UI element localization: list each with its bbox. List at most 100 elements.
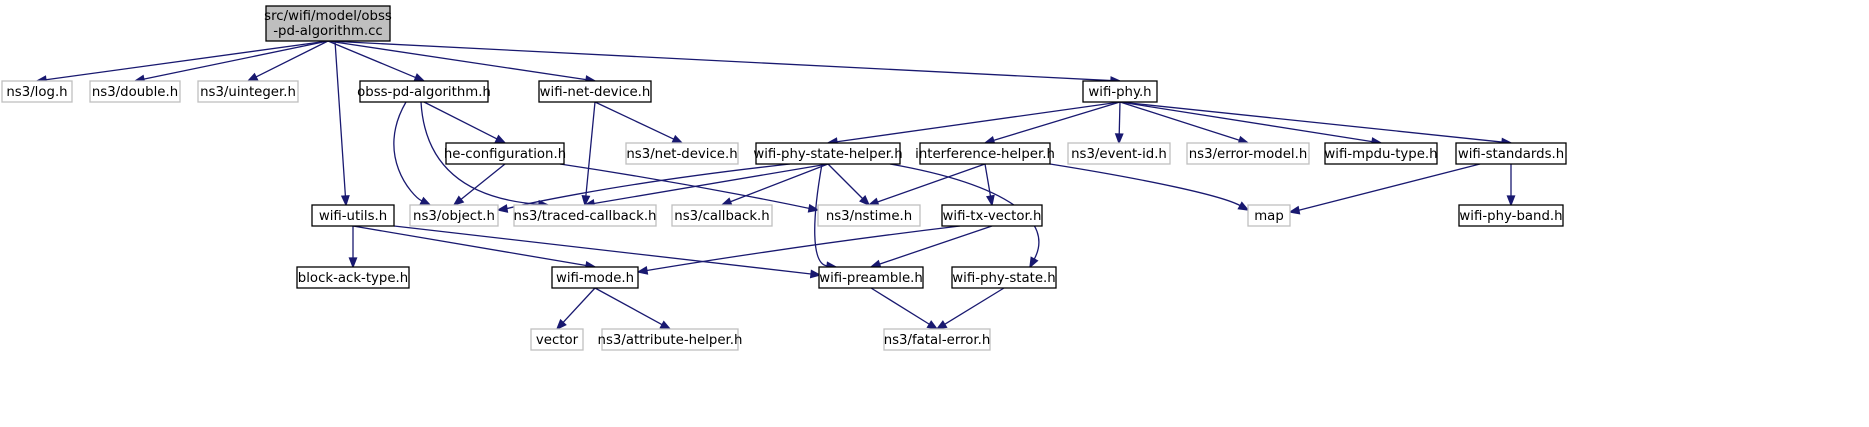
edge-line	[327, 40, 587, 81]
edge-interf-to-nstime	[867, 163, 986, 206]
edge-arrowhead	[636, 266, 649, 275]
edge-standards-to-band	[1506, 164, 1516, 207]
edge-line	[45, 40, 329, 81]
edge-arrowhead	[1029, 256, 1039, 269]
node-ns3-fatal-error[interactable]: ns3/fatal-error.h	[883, 328, 991, 351]
node-ns3-callback-label: ns3/callback.h	[674, 209, 769, 224]
edge-arrowhead	[1506, 195, 1516, 207]
edge-line	[255, 40, 329, 78]
edge-standards-to-map	[1288, 163, 1481, 215]
node-wifi-tx-vector-h[interactable]: wifi-tx-vector.h	[941, 204, 1043, 227]
edge-arrowhead	[1288, 205, 1301, 215]
node-wifi-preamble-h[interactable]: wifi-preamble.h	[818, 266, 924, 289]
edge-line	[827, 163, 864, 200]
edge-line	[1049, 163, 1241, 207]
edge-line	[646, 225, 961, 272]
edge-phy-to-mpdu	[1119, 101, 1383, 146]
node-wifi-mpdu-type-h[interactable]: wifi-mpdu-type.h	[1324, 142, 1438, 165]
edge-root-to-obss	[327, 40, 426, 82]
edge-line	[1119, 101, 1503, 143]
node-wifi-standards-h[interactable]: wifi-standards.h	[1455, 142, 1567, 165]
edge-arrowhead	[348, 257, 358, 269]
root-node-obss-pd-algorithm-cc[interactable]: src/wifi/model/obss -pd-algorithm.cc	[264, 5, 392, 42]
node-ns3-error-model[interactable]: ns3/error-model.h	[1186, 142, 1310, 165]
node-wifi-phy-state-h[interactable]: wifi-phy-state.h	[951, 266, 1057, 289]
node-ns3-object[interactable]: ns3/object.h	[409, 204, 499, 227]
edge-line	[877, 163, 986, 203]
node-wifi-preamble-h-label: wifi-preamble.h	[819, 271, 923, 286]
edge-arrowhead	[659, 320, 672, 330]
node-wifi-mode-h[interactable]: wifi-mode.h	[551, 266, 639, 289]
node-he-configuration-h[interactable]: he-configuration.h	[444, 142, 566, 165]
edge-preamble-to-fatal	[870, 287, 939, 330]
node-interference-helper-h[interactable]: interference-helper.h	[915, 142, 1055, 165]
node-ns3-attribute-helper[interactable]: ns3/attribute-helper.h	[598, 328, 743, 351]
edge-line	[1298, 163, 1481, 211]
node-ns3-event-id-label: ns3/event-id.h	[1071, 147, 1167, 162]
node-ns3-uinteger[interactable]: ns3/uinteger.h	[197, 80, 299, 103]
edge-netdev-to-ns3netdev	[594, 101, 684, 144]
node-ns3-double[interactable]: ns3/double.h	[89, 80, 181, 103]
edge-utils-to-preamble	[393, 225, 822, 279]
node-obss-pd-algorithm-h[interactable]: obss-pd-algorithm.h	[357, 80, 491, 103]
edge-line	[870, 287, 930, 325]
edge-root-to-double	[133, 40, 329, 84]
edge-arrowhead	[419, 196, 432, 206]
node-wifi-net-device-h[interactable]: wifi-net-device.h	[538, 80, 652, 103]
node-wifi-phy-h[interactable]: wifi-phy.h	[1082, 80, 1158, 103]
edge-mode-to-attr	[594, 287, 672, 330]
node-ns3-nstime[interactable]: ns3/nstime.h	[817, 204, 921, 227]
node-ns3-log[interactable]: ns3/log.h	[1, 80, 73, 103]
edge-line	[879, 225, 993, 265]
edge-line	[562, 287, 596, 323]
node-ns3-uinteger-label: ns3/uinteger.h	[200, 85, 296, 100]
edge-line	[334, 40, 347, 197]
node-wifi-phy-h-label: wifi-phy.h	[1088, 85, 1151, 100]
node-ns3-traced-callback[interactable]: ns3/traced-callback.h	[513, 204, 657, 227]
edge-obss-to-object	[393, 101, 432, 206]
node-map[interactable]: map	[1247, 204, 1291, 227]
edge-arrowhead	[340, 195, 350, 207]
edge-phy-to-statehelper	[826, 101, 1121, 147]
edge-arrowhead	[671, 134, 684, 144]
node-wifi-phy-state-helper-h-label: wifi-phy-state-helper.h	[753, 147, 902, 162]
edge-arrowhead	[720, 197, 733, 206]
node-wifi-phy-band-h[interactable]: wifi-phy-band.h	[1458, 204, 1564, 227]
node-ns3-net-device-label: ns3/net-device.h	[626, 147, 737, 162]
edge-line	[506, 163, 791, 210]
root-node-label-line2: -pd-algorithm.cc	[273, 24, 383, 39]
edge-arrowhead	[496, 204, 509, 213]
edge-phy-to-interf	[983, 101, 1121, 145]
edge-statehelper-to-traced	[583, 163, 829, 208]
edge-line	[984, 163, 992, 197]
edge-arrowhead	[452, 195, 465, 207]
edge-phy-to-standards	[1119, 101, 1513, 147]
edge-line	[585, 101, 596, 197]
node-block-ack-type-h[interactable]: block-ack-type.h	[296, 266, 410, 289]
edge-arrowhead	[555, 318, 567, 331]
node-vector-label: vector	[536, 333, 579, 348]
edge-statehelper-to-object	[496, 163, 791, 213]
edge-arrowhead	[935, 320, 948, 330]
edge-netdev-to-traced	[581, 101, 596, 207]
edge-line	[594, 101, 675, 140]
edge-mode-to-vector	[555, 287, 596, 331]
node-obss-pd-algorithm-h-label: obss-pd-algorithm.h	[357, 85, 491, 100]
edge-line	[559, 163, 810, 210]
edge-phy-to-eventid	[1114, 101, 1124, 145]
edge-arrowhead	[246, 72, 259, 82]
node-wifi-mode-h-label: wifi-mode.h	[556, 271, 634, 286]
edge-arrowhead	[581, 194, 591, 207]
node-ns3-event-id[interactable]: ns3/event-id.h	[1067, 142, 1171, 165]
node-wifi-phy-state-helper-h[interactable]: wifi-phy-state-helper.h	[753, 142, 903, 165]
node-wifi-utils-h[interactable]: wifi-utils.h	[311, 204, 395, 227]
node-he-configuration-h-label: he-configuration.h	[444, 147, 566, 162]
edge-line	[393, 101, 423, 202]
edge-arrowhead	[494, 134, 507, 144]
edge-interf-to-txvector	[984, 163, 995, 207]
node-vector[interactable]: vector	[530, 328, 584, 351]
edge-utils-to-blockack	[348, 226, 358, 269]
node-ns3-net-device[interactable]: ns3/net-device.h	[625, 142, 739, 165]
node-ns3-callback[interactable]: ns3/callback.h	[671, 204, 773, 227]
